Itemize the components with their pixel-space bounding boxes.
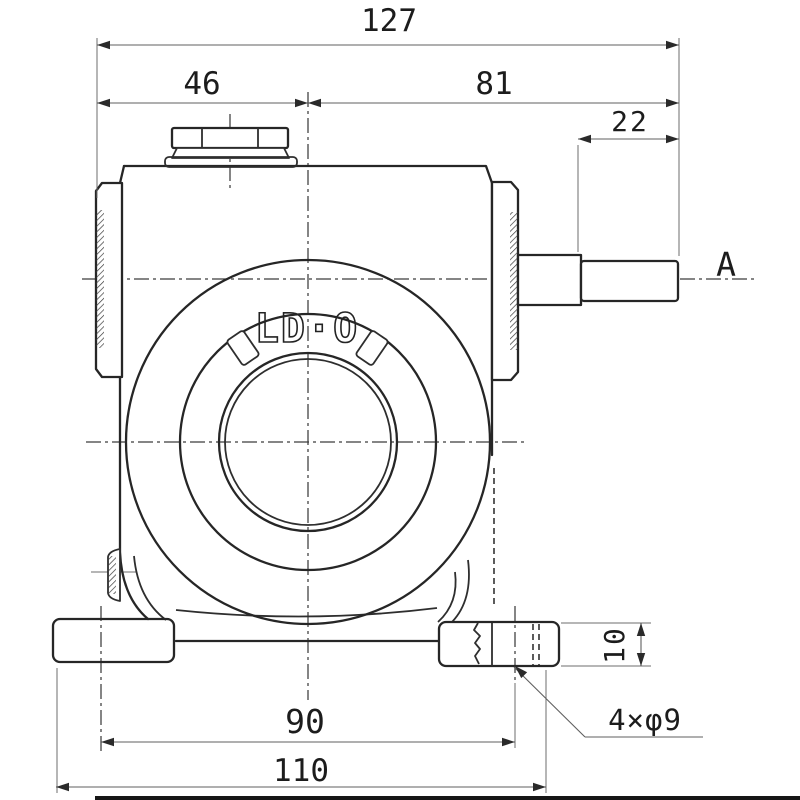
- dim-value-110: 110: [273, 753, 329, 789]
- right-foot: [437, 620, 561, 668]
- right-fillet-line-outer: [451, 559, 470, 623]
- dimension-foot-thickness: 10: [598, 623, 646, 666]
- shaft-collar: [516, 253, 583, 307]
- dimensions: 127 46 81 22 A 90: [56, 3, 736, 793]
- dimension-shaft-extension: 22: [578, 105, 679, 144]
- hub-lug-right: [355, 330, 389, 366]
- right-flange-hatch: [510, 212, 518, 350]
- dimension-hole-pitch: 90: [101, 702, 515, 747]
- dim-value-46: 46: [183, 66, 220, 102]
- housing-top-edge: [122, 164, 494, 185]
- dim-value-holes: 4×φ9: [608, 703, 682, 737]
- bearing-boss-circle: [124, 258, 492, 626]
- left-fillet-line: [133, 555, 167, 621]
- right-bearing-flange: [490, 180, 520, 382]
- mounting-holes-callout: 4×φ9: [512, 663, 703, 738]
- housing-left-side: [118, 181, 150, 621]
- scan-edge-bar: [95, 796, 800, 800]
- dim-value-22: 22: [611, 105, 649, 138]
- oil-filler-plug: [164, 126, 298, 168]
- dim-value-90: 90: [285, 702, 325, 741]
- right-fillet-line-inner: [437, 571, 457, 623]
- plug-washer: [164, 156, 298, 168]
- break-line: [473, 622, 481, 665]
- hub-lug-left: [226, 330, 260, 366]
- plug-hex-head: [170, 126, 290, 150]
- dimension-center-left: 46: [97, 66, 308, 108]
- bottom-cast-arc: [175, 607, 438, 618]
- side-boss-hatch: [108, 556, 116, 594]
- left-foot: [51, 617, 176, 664]
- section-label-a: A: [716, 245, 736, 284]
- plug-collar: [171, 147, 290, 159]
- housing-body: LD·O: [118, 164, 495, 643]
- bore-outer-circle: [217, 351, 399, 533]
- shaft-end: [579, 259, 680, 303]
- hub-face-circle: [178, 312, 438, 572]
- dimension-center-right: 81: [308, 66, 679, 108]
- mounting-feet: [51, 617, 561, 668]
- left-bearing-flange: [94, 181, 124, 379]
- left-side-boss: [107, 548, 121, 602]
- housing-topleft-chamfer: [118, 164, 126, 185]
- bore-inner-circle: [224, 358, 392, 526]
- output-shaft: [516, 253, 680, 307]
- dim-value-81: 81: [475, 66, 512, 102]
- dimension-total-width: 127: [97, 3, 679, 50]
- dimension-base-width: 110: [56, 753, 546, 792]
- centerlines: [82, 92, 756, 752]
- logo: LD·O: [255, 306, 359, 352]
- left-flange-hatch: [96, 210, 104, 348]
- dim-value-127: 127: [361, 3, 417, 39]
- dim-value-10: 10: [598, 626, 631, 664]
